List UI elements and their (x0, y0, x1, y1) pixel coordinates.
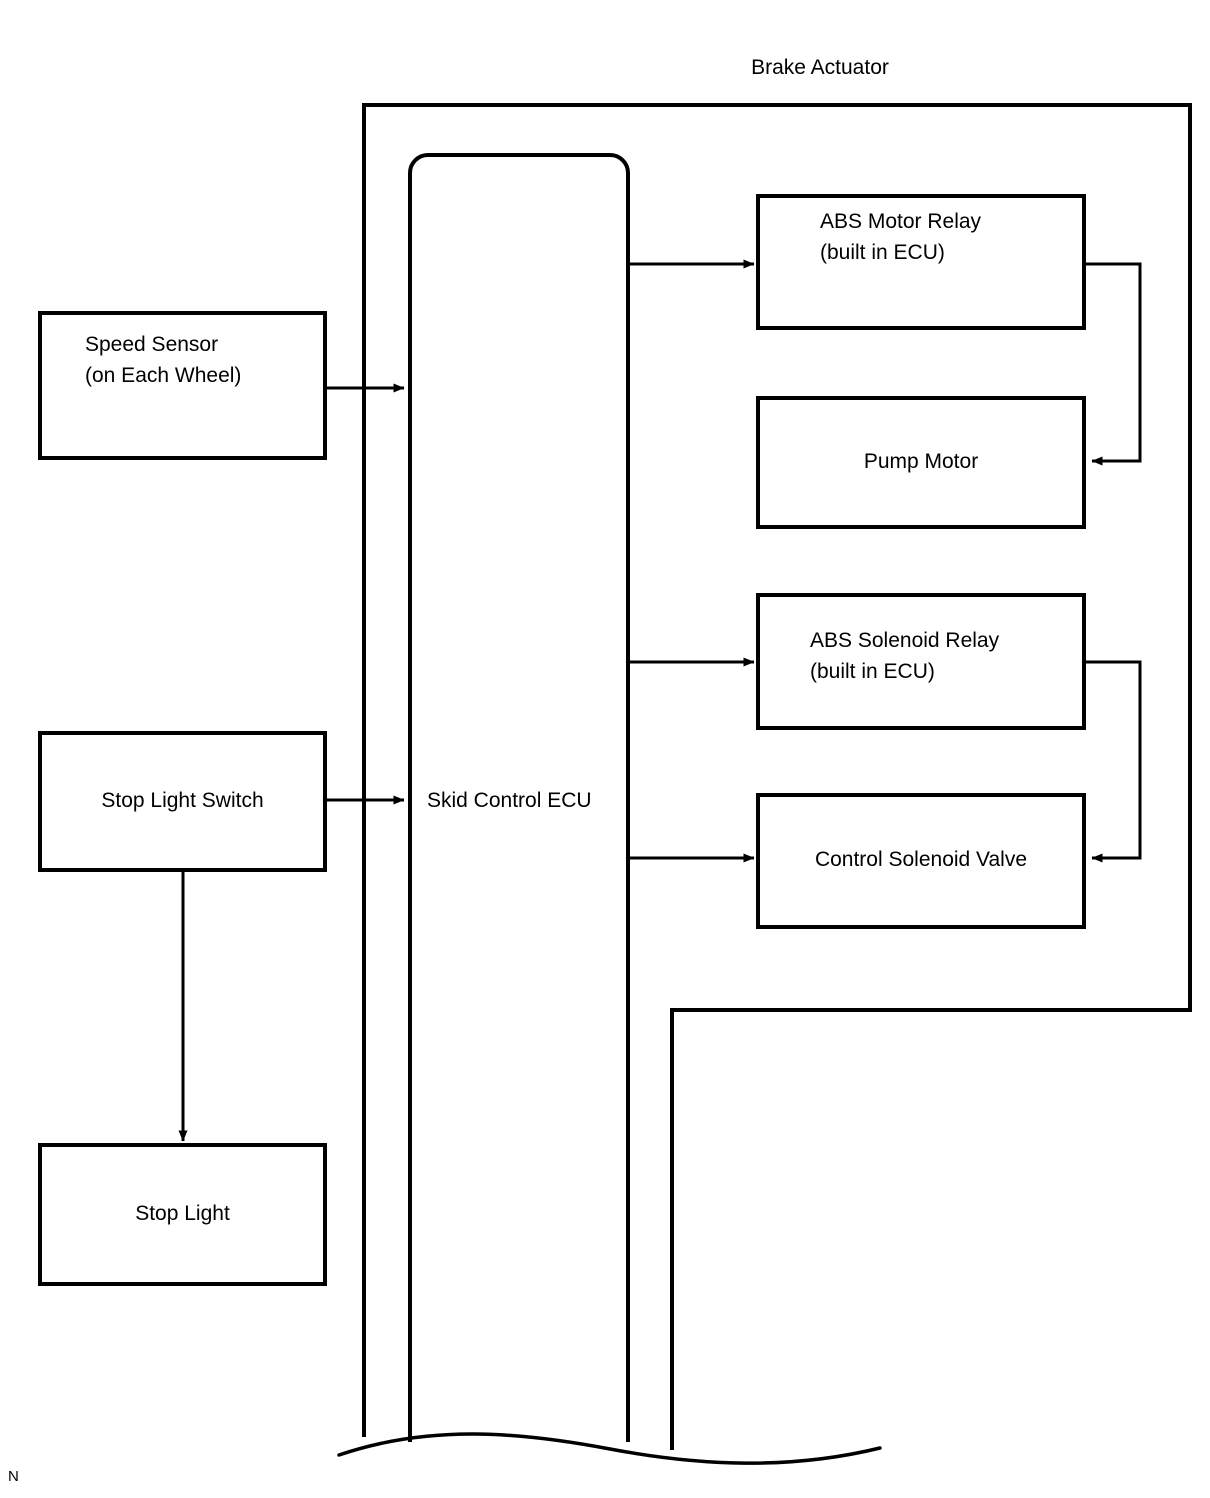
connector-abs-solenoid-relay-to-control-solenoid-valve (1084, 660, 1142, 863)
connector-abs-motor-relay-to-pump-motor (1084, 262, 1142, 466)
abs-motor-relay-box (756, 194, 1086, 330)
stop-light-switch-box (38, 731, 327, 872)
speed-sensor-box (38, 311, 327, 460)
control-solenoid-valve-box (756, 793, 1086, 929)
pump-motor-box (756, 396, 1086, 529)
corner-mark-n: N (8, 1468, 19, 1485)
stop-light-box (38, 1143, 327, 1286)
brake-actuator-boundary (362, 103, 1192, 1450)
break-line (337, 1432, 882, 1465)
abs-solenoid-relay-box (756, 593, 1086, 730)
skid-control-ecu-box (408, 153, 630, 1442)
diagram-title: Brake Actuator (751, 56, 889, 79)
